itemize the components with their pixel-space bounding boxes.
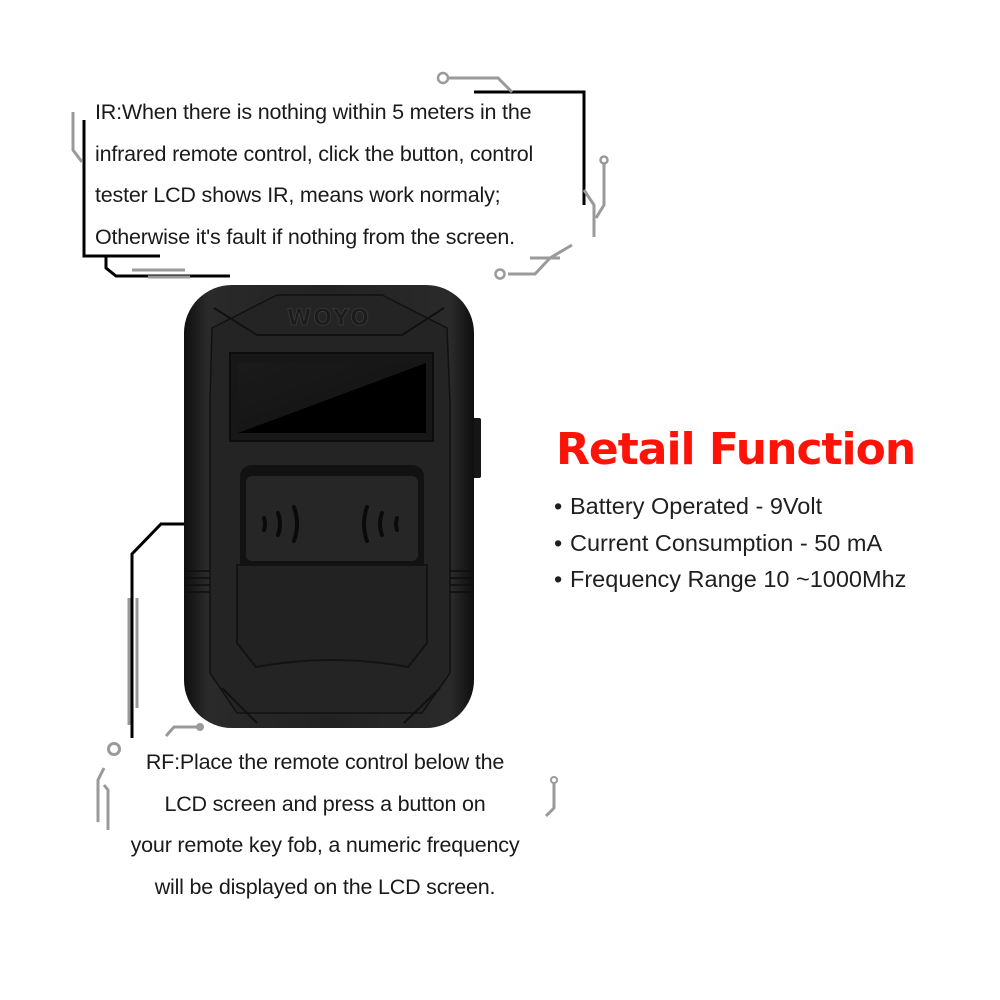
bullet-icon: •	[554, 529, 563, 556]
ir-line-1: IR:When there is nothing within 5 meters…	[95, 100, 532, 124]
retail-function-title: Retail Function	[556, 424, 916, 475]
spec-text: Current Consumption - 50 mA	[570, 529, 883, 556]
brand-logo: WOYO	[287, 306, 371, 331]
rf-line-3: your remote key fob, a numeric frequency	[130, 833, 520, 857]
spec-text: Frequency Range 10 ~1000Mhz	[570, 566, 907, 592]
rf-line-2: LCD screen and press a button on	[164, 791, 486, 816]
spec-list: • Battery Operated - 9Volt • Current Consu…	[554, 488, 906, 598]
spec-item-frequency: • Frequency Range 10 ~1000Mhz	[554, 561, 906, 598]
remote-tester-device: WOYO	[182, 283, 482, 730]
spec-item-current: • Current Consumption - 50 mA	[554, 525, 906, 562]
spec-text: Battery Operated - 9Volt	[570, 493, 823, 519]
ir-line-2: infrared remote control, click the butto…	[95, 141, 534, 166]
ir-line-4: Otherwise it's fault if nothing from the…	[95, 224, 515, 249]
bullet-icon: •	[554, 493, 563, 519]
rf-line-4: will be displayed on the LCD screen.	[154, 874, 496, 899]
signal-waves-left-icon	[262, 505, 299, 543]
spec-item-battery: • Battery Operated - 9Volt	[554, 488, 906, 525]
ir-line-3: tester LCD shows IR, means work normaly;	[95, 183, 501, 207]
bullet-icon: •	[554, 566, 563, 592]
signal-waves-right-icon	[362, 505, 399, 543]
rf-description: RF:Place the remote control below the LC…	[100, 742, 550, 908]
device-body-icon: WOYO	[184, 285, 481, 728]
rf-line-1: RF:Place the remote control below the	[145, 750, 505, 774]
ir-description: IR:When there is nothing within 5 meters…	[95, 92, 595, 258]
